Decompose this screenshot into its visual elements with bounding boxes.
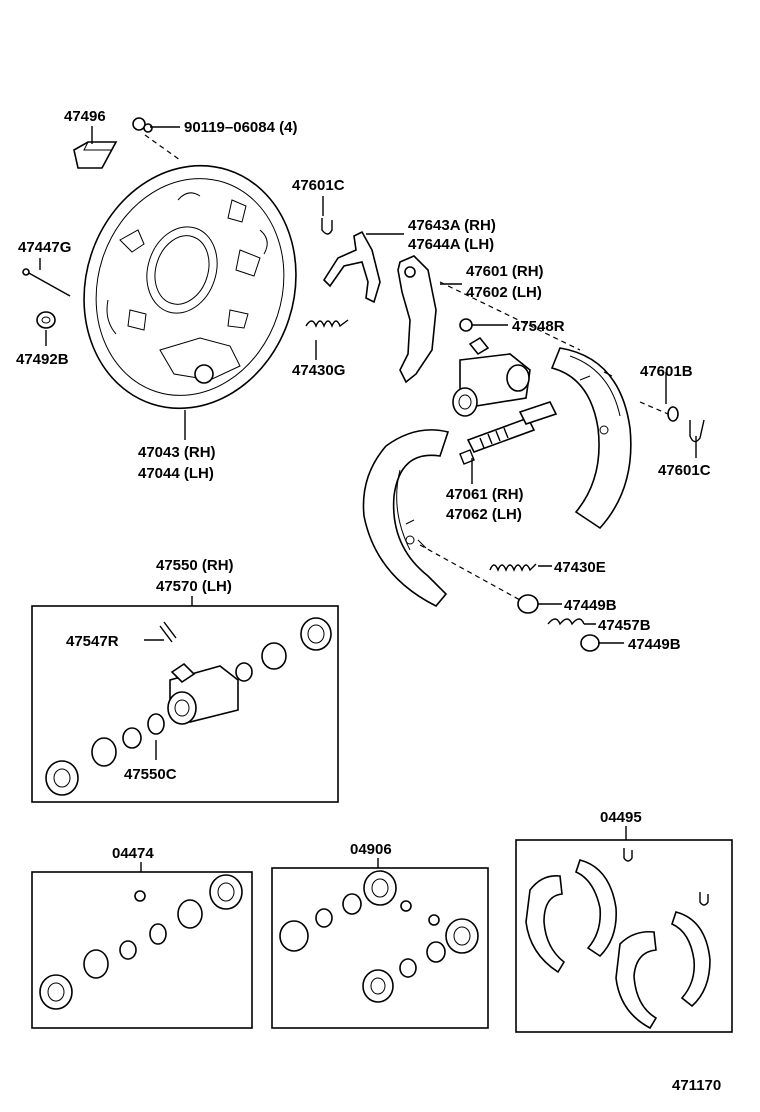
- label-04474: 04474: [112, 845, 154, 862]
- compression-spring-drawing: [547, 618, 585, 626]
- label-47550: 47550 (RH): [156, 557, 234, 574]
- spring-cup-drawing: [517, 594, 539, 614]
- parking-lever-drawing: [322, 230, 381, 304]
- label-47601: 47601 (RH): [466, 263, 544, 280]
- adjuster-spring-drawing: [489, 563, 537, 572]
- wheel-cylinder-drawing: [452, 336, 531, 417]
- label-47430g: 47430G: [292, 362, 345, 379]
- kit-04474-box: [31, 871, 253, 1029]
- label-47043: 47043 (RH): [138, 444, 216, 461]
- label-47492b: 47492B: [16, 351, 69, 368]
- kit-04906-box: [271, 867, 489, 1029]
- shoe-washer-drawing: [667, 406, 679, 422]
- label-47062: 47062 (LH): [446, 506, 522, 523]
- adjusting-lever-drawing: [397, 255, 437, 384]
- wheel-cylinder-kit-drawing: [45, 617, 332, 796]
- assembly-guide-lines: [144, 134, 669, 601]
- kit-04474-drawing: [39, 874, 243, 1010]
- label-04906: 04906: [350, 841, 392, 858]
- label-47602: 47602 (LH): [466, 284, 542, 301]
- hold-down-pin-drawing: [22, 268, 71, 297]
- front-shoe-drawing: [362, 429, 450, 607]
- label-47496: 47496: [64, 108, 106, 125]
- label-90119: 90119–06084 (4): [184, 119, 297, 136]
- label-47548r: 47548R: [512, 318, 565, 335]
- label-47457b: 47457B: [598, 617, 651, 634]
- leader-lines: [39, 126, 697, 872]
- spring-cup-lower-drawing: [580, 634, 600, 652]
- label-47449b-2: 47449B: [628, 636, 681, 653]
- label-47643a: 47643A (RH): [408, 217, 496, 234]
- kit-04495-drawing: [525, 848, 711, 1030]
- rear-shoe-drawing: [550, 347, 632, 530]
- label-47601c-right: 47601C: [658, 462, 711, 479]
- kit-04906-drawing: [279, 870, 479, 1003]
- bolt-drawing: [132, 117, 153, 133]
- label-47061: 47061 (RH): [446, 486, 524, 503]
- pin-cup-drawing: [36, 311, 56, 329]
- label-47550c: 47550C: [124, 766, 177, 783]
- label-47449b-1: 47449B: [564, 597, 617, 614]
- label-04495: 04495: [600, 809, 642, 826]
- hole-plug-drawing: [73, 141, 118, 169]
- label-47447g: 47447G: [18, 239, 71, 256]
- label-47547r: 47547R: [66, 633, 119, 650]
- label-47430e: 47430E: [554, 559, 606, 576]
- return-spring-drawing: [305, 319, 349, 328]
- bleeder-cap-drawing: [459, 318, 473, 332]
- backing-plate-drawing: [83, 164, 297, 410]
- label-47601b: 47601B: [640, 363, 693, 380]
- label-47044: 47044 (LH): [138, 465, 214, 482]
- label-47644a: 47644A (LH): [408, 236, 494, 253]
- kit-04495-box: [515, 839, 733, 1033]
- shoe-adjuster-drawing: [459, 401, 558, 465]
- label-47570: 47570 (LH): [156, 578, 232, 595]
- clip-drawing: [321, 218, 333, 235]
- figure-number: 471170: [672, 1077, 721, 1094]
- label-47601c-top: 47601C: [292, 177, 345, 194]
- wheel-cylinder-kit-box: [31, 605, 339, 803]
- retainer-clip-drawing: [689, 419, 705, 443]
